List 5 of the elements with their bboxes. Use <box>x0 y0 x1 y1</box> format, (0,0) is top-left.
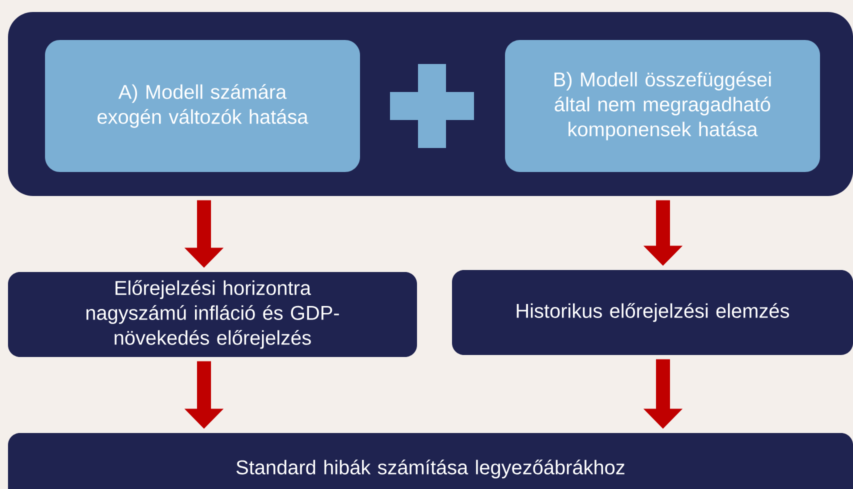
process-box: Standard hibák számítása legyezőábrákhoz <box>8 433 853 489</box>
component-box: B) Modell összefüggései által nem megragadható komponensek hatása <box>505 40 820 172</box>
process-box: Historikus előrejelzési elemzés <box>452 270 853 355</box>
process-box: Előrejelzési horizontra nagyszámú infláció és GDP-növekedés előrejelzés <box>8 272 417 357</box>
component-box: A) Modell számára exogén változók hatása <box>45 40 360 172</box>
